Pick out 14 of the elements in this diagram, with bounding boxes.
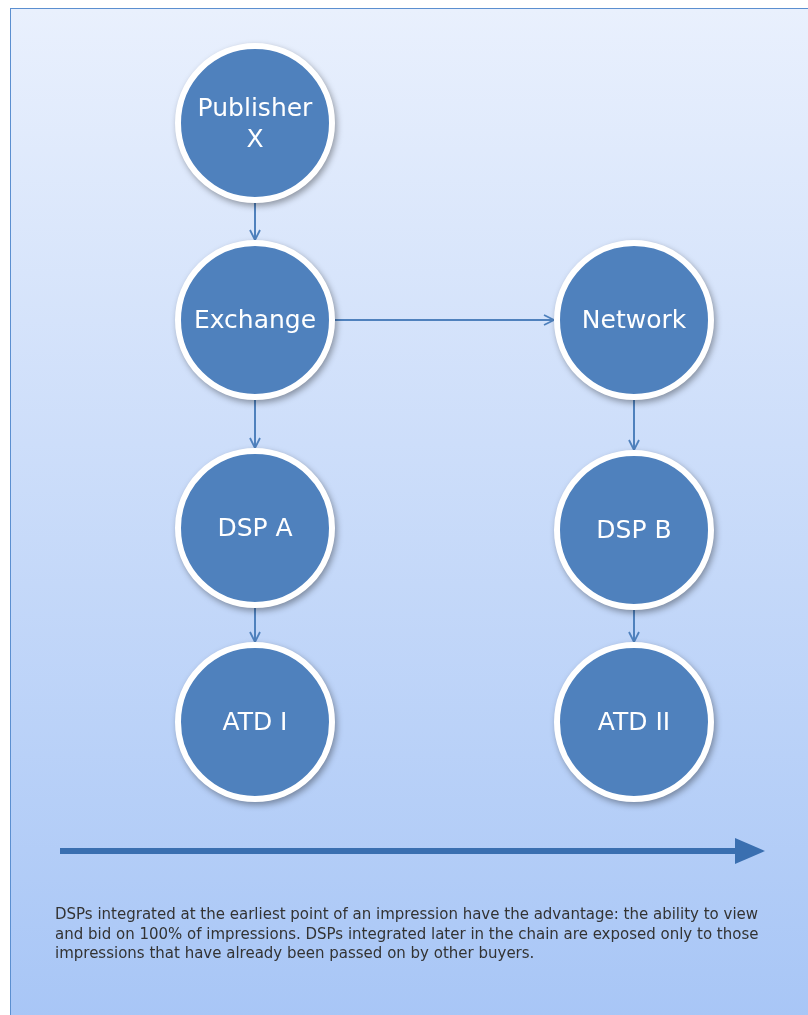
arrow bbox=[249, 399, 261, 449]
arrow bbox=[249, 607, 261, 643]
node-label: ATD I bbox=[221, 706, 289, 738]
arrow bbox=[628, 609, 640, 643]
arrow bbox=[334, 314, 555, 326]
node-label: ATD II bbox=[596, 706, 672, 738]
caption: DSPs integrated at the earliest point of an impression have the advantage: the ability to view and bid on 100% of impressions. DSPs integrated later in the chain are exposed only to those impressions that have already been passed on by other buyers. bbox=[55, 905, 760, 964]
node-label: DSP B bbox=[595, 514, 673, 546]
node-label: Publisher X bbox=[196, 91, 314, 155]
node-label: DSP A bbox=[216, 512, 294, 544]
node-label: Exchange bbox=[192, 304, 318, 336]
arrow bbox=[249, 202, 261, 241]
arrow bbox=[628, 399, 640, 451]
node-label: Network bbox=[580, 304, 688, 336]
